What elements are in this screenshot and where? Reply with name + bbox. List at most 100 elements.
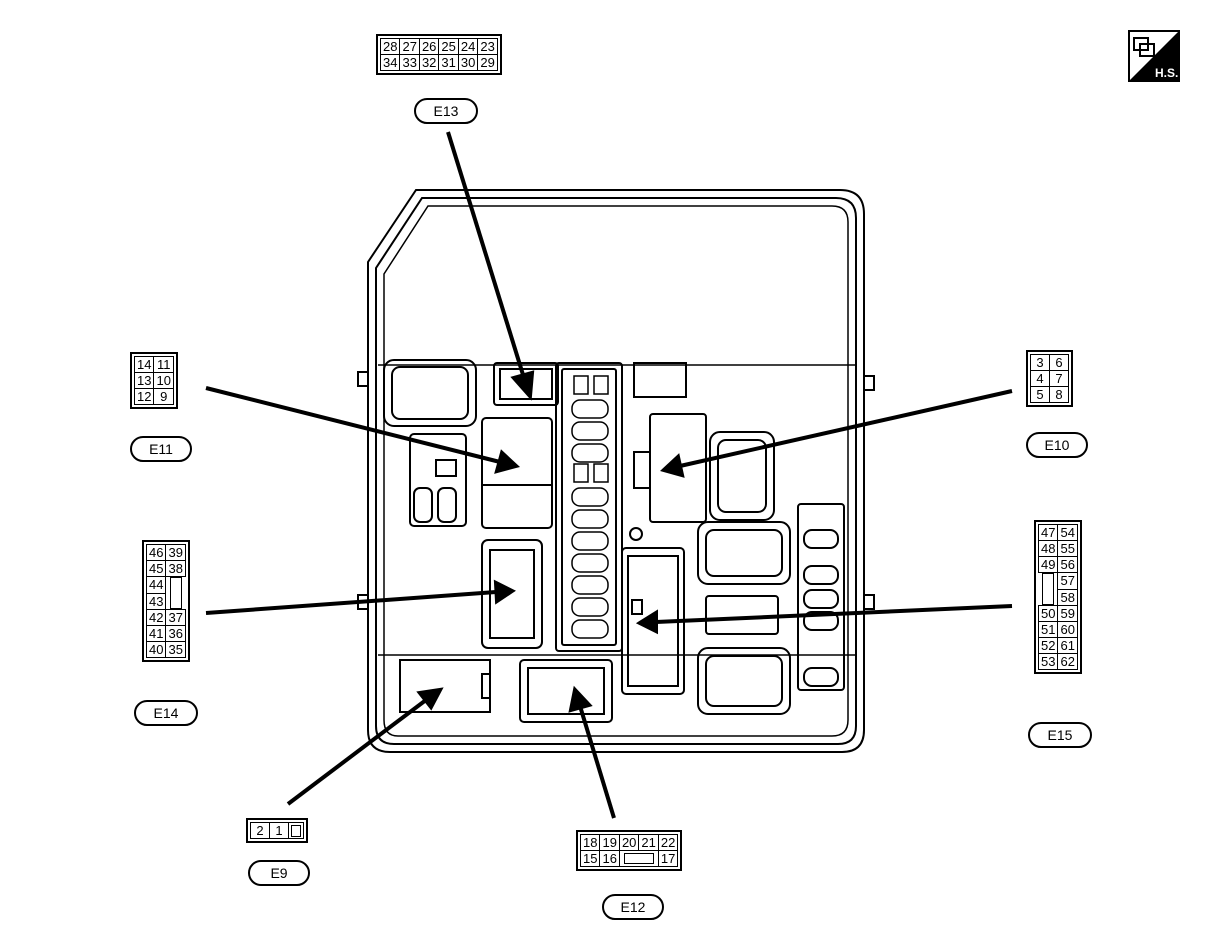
arrow-e14: [205, 590, 497, 615]
terminal: 58: [1057, 588, 1078, 606]
terminal: 30: [457, 54, 479, 71]
terminal: 16: [599, 850, 620, 867]
terminal: 45: [145, 560, 167, 577]
terminal: 8: [1049, 386, 1069, 403]
terminal: 27: [399, 38, 420, 55]
terminal: 34: [379, 54, 401, 71]
terminal: 51: [1037, 621, 1059, 638]
terminal: 13: [133, 372, 155, 389]
terminal: 20: [618, 834, 640, 851]
terminal: 37: [165, 609, 186, 626]
hs-logo: H.S.: [1128, 30, 1180, 82]
terminal: 22: [657, 834, 679, 851]
terminal: 38: [165, 560, 186, 577]
e11-socket: [481, 417, 553, 529]
terminal: 9: [153, 388, 174, 405]
terminal: 60: [1057, 621, 1078, 638]
terminal: 6: [1049, 354, 1069, 371]
terminal: 23: [477, 38, 498, 55]
connector-e10-label: E10: [1026, 432, 1088, 458]
e12-socket: [519, 659, 613, 723]
terminal: 52: [1037, 637, 1059, 654]
terminal: 3: [1030, 354, 1050, 371]
terminal: 48: [1037, 540, 1059, 557]
connector-e13-label: E13: [414, 98, 478, 124]
e13-socket: [493, 362, 559, 406]
svg-text:H.S.: H.S.: [1155, 66, 1178, 80]
terminal: 26: [418, 38, 440, 55]
terminal: 14: [133, 356, 155, 373]
terminal: 54: [1057, 524, 1078, 541]
relay-right-1: [709, 431, 775, 521]
connector-e13-terminal-map: 28 27 26 25 24 23 34 33 32 31 30 29: [376, 34, 502, 75]
terminal: 49: [1037, 556, 1059, 573]
arrow-e12: [578, 705, 616, 819]
terminal: 2: [250, 822, 270, 839]
terminal: 57: [1057, 572, 1078, 590]
connector-e9-label: E9: [248, 860, 310, 886]
terminal: 25: [438, 38, 459, 55]
key-slot: [618, 850, 659, 867]
connector-e9-terminal-map: 2 1: [246, 818, 308, 843]
terminal: 36: [165, 625, 186, 642]
terminal: 32: [418, 54, 440, 71]
connector-e14-label: E14: [134, 700, 198, 726]
terminal: 42: [145, 609, 167, 626]
connector-e12-label: E12: [602, 894, 664, 920]
terminal: 61: [1057, 637, 1078, 654]
terminal: 40: [145, 641, 167, 658]
terminal: 56: [1057, 556, 1078, 573]
terminal: 5: [1030, 386, 1050, 403]
connector-e15-label: E15: [1028, 722, 1092, 748]
terminal: 31: [438, 54, 459, 71]
terminal: 7: [1049, 370, 1069, 387]
terminal: 29: [477, 54, 498, 71]
key-slot: [166, 577, 185, 610]
terminal: 21: [638, 834, 659, 851]
e9-socket: [399, 659, 491, 713]
terminal: 39: [165, 544, 186, 561]
terminal: 35: [165, 641, 186, 658]
arrow-e13: [446, 131, 526, 379]
terminal: 10: [153, 372, 174, 389]
terminal: 12: [133, 388, 155, 405]
terminal: 17: [657, 850, 679, 867]
terminal: 47: [1037, 524, 1059, 541]
arrow-e9: [286, 698, 428, 806]
terminal: 55: [1057, 540, 1078, 557]
terminal: 33: [399, 54, 420, 71]
key-slot: [288, 822, 304, 839]
terminal: 24: [457, 38, 479, 55]
terminal: 11: [153, 356, 174, 373]
terminal: 15: [579, 850, 601, 867]
relay-right-3: [697, 647, 791, 715]
terminal: 4: [1030, 370, 1050, 387]
terminal: 18: [579, 834, 601, 851]
terminal: 59: [1057, 605, 1078, 622]
connector-e11-label: E11: [130, 436, 192, 462]
fuse-column: [555, 362, 623, 652]
terminal: 53: [1037, 653, 1059, 670]
arrow-e11: [205, 386, 501, 464]
arrow-e10: [679, 389, 1013, 468]
terminal: 19: [599, 834, 620, 851]
terminal: 28: [379, 38, 401, 55]
terminal: 46: [145, 544, 167, 561]
arrow-e15: [655, 604, 1013, 624]
terminal: 41: [145, 625, 167, 642]
terminal: 50: [1037, 605, 1059, 622]
relay-top-left: [383, 359, 477, 427]
relay-right-2: [697, 521, 791, 585]
terminal: 44: [145, 576, 167, 594]
terminal: 43: [145, 592, 167, 610]
key-slot: [1039, 573, 1058, 606]
connector-icon: [1133, 37, 1155, 57]
connector-e12-terminal-map: 18 19 20 21 22 15 16 17: [576, 830, 683, 871]
terminal: 1: [269, 822, 289, 839]
terminal: 62: [1057, 653, 1078, 670]
